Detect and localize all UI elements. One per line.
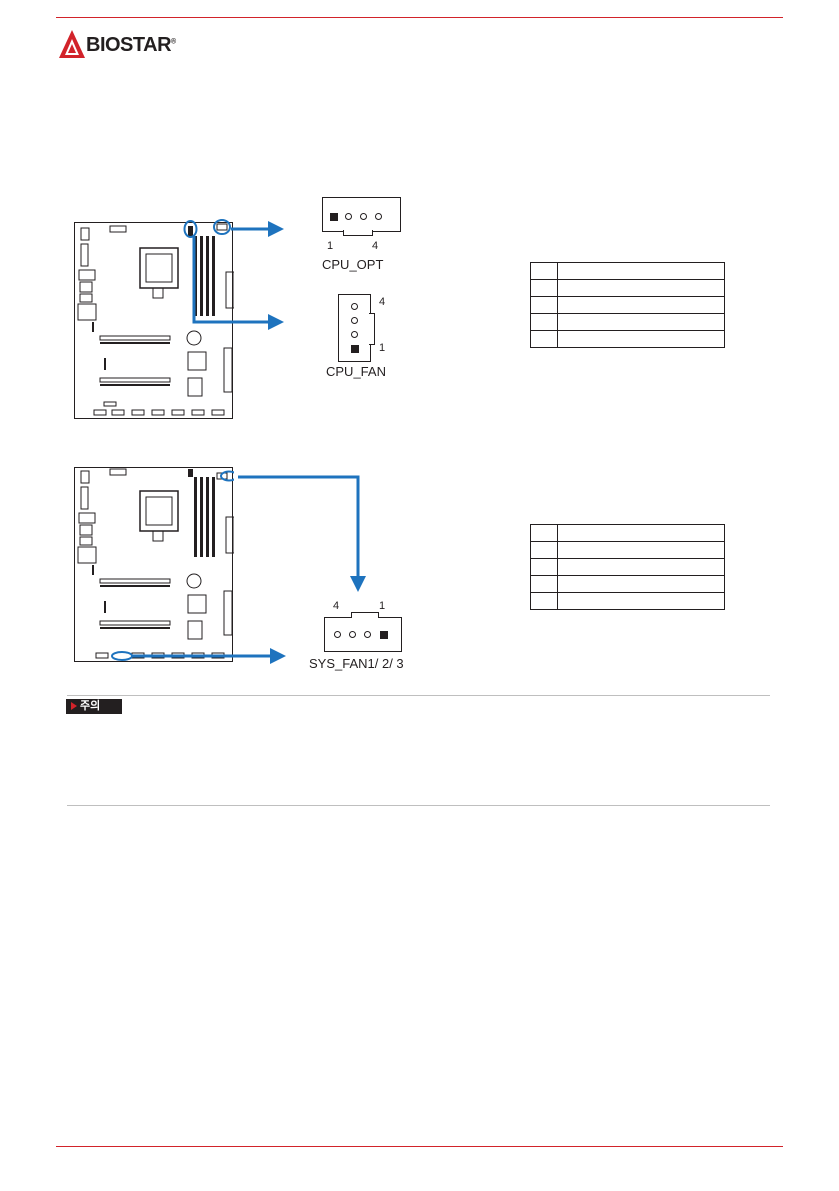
pin-4 xyxy=(351,303,358,310)
pin-1 xyxy=(330,213,338,221)
pin-3 xyxy=(349,631,356,638)
note-arrow-icon xyxy=(71,702,77,710)
pin-4 xyxy=(334,631,341,638)
note-tag-label: 주의 xyxy=(80,700,101,712)
sys-fan-connector xyxy=(324,612,402,652)
cpu-opt-connector xyxy=(322,197,401,236)
biostar-logo-icon xyxy=(59,30,85,58)
sys-fan-label: SYS_FAN1/ 2/ 3 xyxy=(309,656,404,671)
cpu-fan-connector xyxy=(338,294,375,362)
sys-fan-pin-last: 4 xyxy=(333,600,340,612)
note-top-rule xyxy=(67,695,770,696)
cpu-fan-pin-first: 1 xyxy=(379,342,386,354)
motherboard-diagram-2 xyxy=(74,465,234,663)
pin-table-1 xyxy=(530,262,725,348)
arrows-section-1 xyxy=(192,221,284,330)
cpu-opt-pin-first: 1 xyxy=(327,240,334,252)
pin-3 xyxy=(360,213,367,220)
table-row xyxy=(530,296,725,314)
pin-1 xyxy=(380,631,388,639)
pin-2 xyxy=(351,331,358,338)
note-tag: 주의 xyxy=(66,699,122,714)
footer-rule xyxy=(56,1146,783,1147)
table-row xyxy=(530,524,725,542)
table-row xyxy=(530,279,725,297)
table-row xyxy=(530,330,725,348)
pin-1 xyxy=(351,345,359,353)
cpu-fan-label: CPU_FAN xyxy=(326,364,386,379)
note-bottom-rule xyxy=(67,805,770,806)
pin-4 xyxy=(375,213,382,220)
arrows-section-2 xyxy=(132,475,366,664)
pin-2 xyxy=(345,213,352,220)
pin-table-2 xyxy=(530,524,725,610)
cpu-fan-pin-last: 4 xyxy=(379,296,386,308)
cpu-opt-pin-last: 4 xyxy=(372,240,379,252)
table-row xyxy=(530,541,725,559)
table-row xyxy=(530,558,725,576)
cpu-opt-label: CPU_OPT xyxy=(322,257,384,272)
pin-3 xyxy=(351,317,358,324)
table-row xyxy=(530,262,725,280)
sys-fan-pin-first: 1 xyxy=(379,600,386,612)
biostar-logo: BIOSTAR® xyxy=(58,27,198,61)
header-rule xyxy=(56,17,783,18)
table-row xyxy=(530,575,725,593)
table-row xyxy=(530,313,725,331)
brand-name: BIOSTAR® xyxy=(86,34,176,56)
table-row xyxy=(530,592,725,610)
pin-2 xyxy=(364,631,371,638)
